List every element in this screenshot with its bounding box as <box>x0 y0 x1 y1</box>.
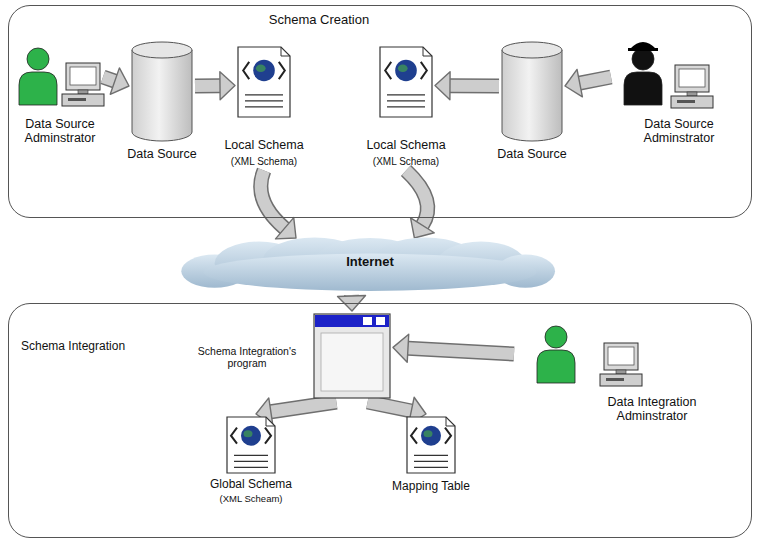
node-sublabel: (XML Schema) <box>221 156 307 168</box>
personBlack-icon <box>613 41 717 113</box>
arrow-head <box>220 72 235 100</box>
arrow-shaft <box>261 171 285 229</box>
personGreen-icon <box>16 41 101 113</box>
arrow-shaft <box>368 402 412 411</box>
node-label: Schema Integration <box>21 340 151 354</box>
node-label: Global Schema <box>200 478 302 492</box>
schema-document: Local Schema(XML Schema) <box>379 46 433 118</box>
block-arrow <box>103 68 129 94</box>
schema-document: Local Schema(XML Schema) <box>237 46 291 118</box>
admin-icon: Data Source Adminstrator <box>16 41 101 113</box>
program-window: Schema Integration's program <box>313 313 391 399</box>
arrow-shaft <box>271 402 337 412</box>
block-arrow <box>565 69 611 96</box>
cylinder-icon <box>501 41 563 141</box>
arrow-shaft <box>580 77 611 83</box>
arrow-shaft <box>408 348 514 354</box>
arrow-shaft <box>408 348 514 354</box>
doc-icon <box>406 416 456 474</box>
creation-panel: Schema CreationData Source AdminstratorD… <box>8 5 752 218</box>
arrow-shaft <box>580 77 611 83</box>
node-label: Data Source <box>489 147 575 161</box>
win-icon <box>313 313 391 399</box>
block-arrow <box>393 334 514 362</box>
node-label: Data Integration Adminstrator <box>588 395 716 424</box>
block-arrow <box>261 171 296 239</box>
arrow-shaft <box>261 171 285 229</box>
node-label: Local Schema <box>215 138 313 152</box>
internet-cloud: Internet <box>185 240 555 292</box>
arrow-shaft <box>103 77 115 81</box>
schema-document: Global Schema(XML Scheam) <box>226 416 276 474</box>
database-cylinder: Data Source <box>131 41 193 141</box>
admin-icon: Data Integration Adminstrator <box>516 319 656 389</box>
database-cylinder: Data Source <box>501 41 563 141</box>
arrow-shaft <box>450 78 499 93</box>
integ-icon <box>516 319 656 389</box>
block-arrow <box>406 171 434 239</box>
node-sublabel: (XML Schema) <box>363 156 449 168</box>
arrow-head <box>411 218 435 238</box>
node-label: Internet <box>185 255 555 270</box>
arrow-head <box>275 218 296 239</box>
arrow-shaft <box>195 80 220 92</box>
node-label: Schema Creation <box>209 13 429 28</box>
schema-document: Mapping Table <box>406 416 456 474</box>
admin-icon: Data Source Adminstrator <box>613 41 717 113</box>
node-sublabel: (XML Scheam) <box>206 494 296 505</box>
block-arrow <box>435 72 499 100</box>
arrow-head <box>393 334 409 362</box>
arrow-shaft <box>103 77 115 81</box>
arrow-head <box>110 68 129 94</box>
doc-icon <box>379 46 433 118</box>
arrow-shaft <box>195 78 220 93</box>
node-label: Data Source Adminstrator <box>615 117 743 146</box>
node-label: Data Source Adminstrator <box>10 117 110 146</box>
cylinder-icon <box>131 41 193 141</box>
arrow-shaft <box>368 402 412 411</box>
node-label: Schema Integration's program <box>189 345 305 369</box>
block-arrow <box>195 72 235 100</box>
doc-icon <box>237 46 291 118</box>
arrow-head <box>565 69 582 96</box>
doc-icon <box>226 416 276 474</box>
arrow-shaft <box>271 402 337 412</box>
node-label: Mapping Table <box>380 480 482 494</box>
node-label: Local Schema <box>357 138 455 152</box>
integration-panel: Schema Integration Schema Integration's p… <box>8 303 752 538</box>
node-label: Data Source <box>119 147 205 161</box>
arrow-shaft <box>450 80 499 92</box>
arrow-head <box>435 72 450 100</box>
